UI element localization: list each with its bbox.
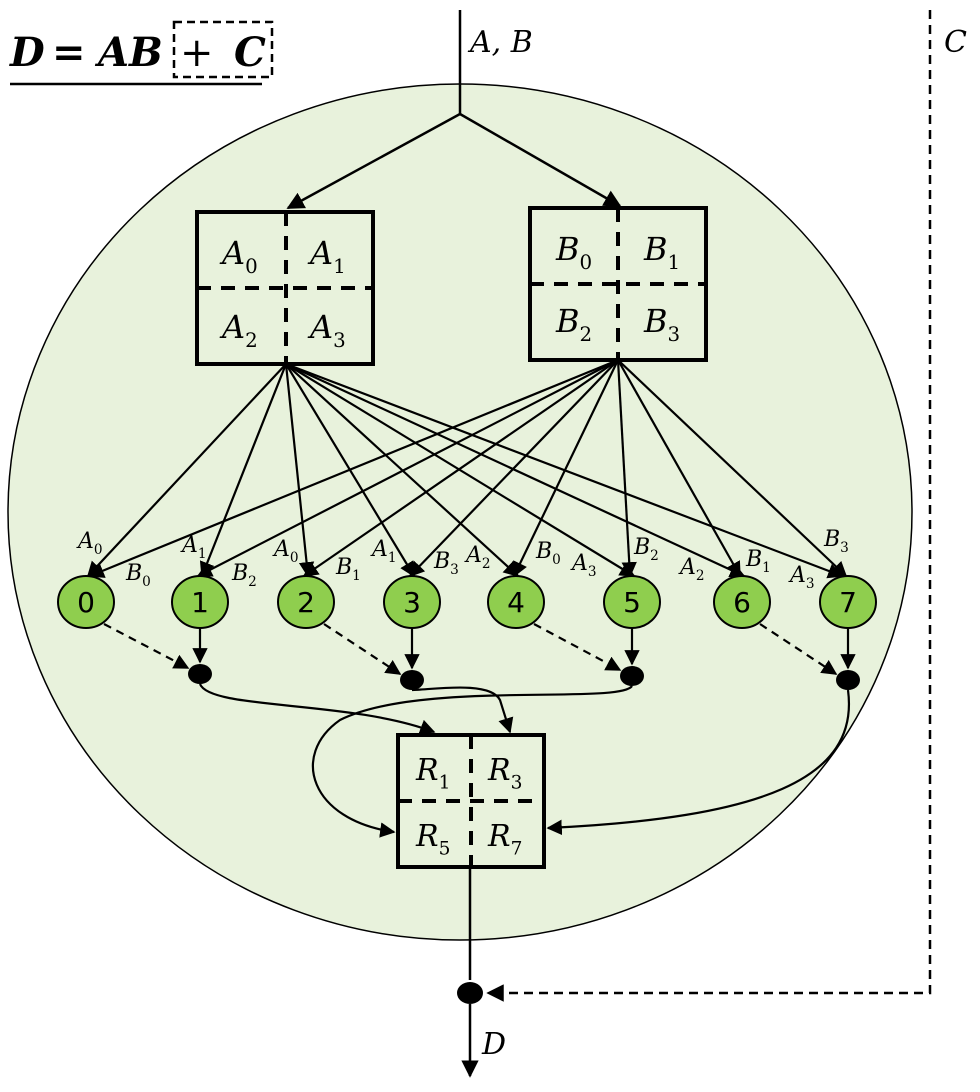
curve-to-r5 (312, 685, 633, 838)
arrow-a-to-node (86, 363, 287, 578)
dashed-reduce-arrow (103, 623, 190, 669)
compute-node: 6 (713, 575, 771, 629)
arrow-a-to-node (199, 363, 288, 578)
junction-dot (620, 666, 644, 686)
title-plus: + (180, 30, 214, 76)
arrow-b-to-node (196, 359, 619, 577)
arrow-a-to-node (284, 363, 315, 578)
output-label: D (481, 1027, 506, 1062)
compute-node: 3 (383, 575, 441, 629)
node-label-b: B0 (535, 539, 561, 568)
title-optional-box (172, 20, 274, 79)
node-label-b: B1 (335, 555, 361, 584)
equation-title: D = AB + C (9, 20, 274, 86)
node-id: 7 (839, 586, 857, 619)
arrow-b-to-node (302, 359, 619, 577)
arrow-b-to-node (616, 359, 637, 578)
node-id: 6 (733, 586, 751, 619)
matrix-a-cell: A3 (307, 308, 346, 352)
matrix-a-cell: A2 (219, 308, 258, 352)
arrow-a-to-node (285, 363, 415, 578)
ab-input-label: A, B (467, 25, 533, 60)
node-label-a: A0 (272, 537, 299, 566)
arrow-a-to-node (285, 362, 844, 579)
node-label-b: B3 (823, 527, 849, 556)
node-label-b: B0 (125, 561, 151, 590)
node-circle (713, 575, 771, 629)
node-id: 0 (77, 586, 95, 619)
curve-to-r3 (411, 686, 514, 734)
matrix-b-cell: B2 (555, 302, 592, 346)
svg-text:A, B: A, B (467, 25, 533, 60)
matrix-r-cell: R7 (487, 819, 522, 859)
curve-to-r7 (546, 689, 851, 836)
title-c: C (234, 29, 266, 76)
arrow-b-to-node (88, 358, 619, 578)
title-equals: = (52, 29, 86, 76)
node-id: 3 (403, 586, 421, 619)
node-label-b: B1 (745, 547, 771, 576)
dashed-reduce-arrow (533, 623, 622, 671)
matrix-r-cell: R3 (487, 753, 522, 793)
matrix-a-cell: A1 (307, 234, 346, 278)
arrow-b-to-node (617, 359, 848, 578)
node-label-a: A2 (464, 543, 491, 572)
node-circle (277, 575, 335, 629)
node-label-b: B2 (231, 561, 257, 590)
compute-node: 4 (487, 575, 545, 629)
c-input-label: C (944, 25, 967, 60)
node-label-a: A2 (678, 555, 705, 584)
node-circle (487, 575, 545, 629)
compute-nodes: 0 1 2 3 4 5 6 7 (57, 575, 877, 629)
arrow-b-to-node (617, 359, 741, 578)
junction-dot (400, 670, 424, 690)
node-id: 5 (623, 586, 641, 619)
dashed-reduce-arrow (759, 623, 838, 675)
arrow-b-to-node (408, 359, 619, 578)
node-label-b: B3 (433, 549, 459, 578)
node-id: 4 (507, 586, 525, 619)
matrix-b-cell: B0 (555, 230, 592, 274)
dashed-reduce-arrow (323, 623, 402, 675)
node-label-b: B2 (633, 535, 659, 564)
title-ab: AB (94, 29, 163, 76)
node-label-a: A1 (370, 537, 397, 566)
node-label-a: A3 (570, 551, 597, 580)
compute-node: 7 (819, 575, 877, 629)
node-label-a: A0 (76, 529, 103, 558)
split-arrow-a (286, 112, 461, 210)
arrow-a-to-node (285, 363, 746, 578)
matrix-b-cell: B3 (643, 302, 680, 346)
compute-node: 0 (57, 575, 115, 629)
junction-dot (188, 664, 212, 684)
curve-to-r1 (198, 683, 436, 735)
node-label-a: A1 (180, 533, 207, 562)
arrow-a-to-node (285, 363, 636, 577)
node-id: 1 (191, 586, 209, 619)
compute-node: 2 (277, 575, 335, 629)
arrow-a-to-node (285, 363, 520, 578)
title-lhs: D (9, 29, 45, 76)
c-input-path (486, 10, 932, 1002)
matrix-r-cell: R1 (415, 753, 450, 793)
matrix-b-cell: B1 (643, 230, 680, 274)
arrow-b-to-node (513, 359, 619, 578)
final-sum-junction (457, 982, 483, 1004)
compute-node: 5 (603, 575, 661, 629)
compute-node: 1 (171, 575, 229, 629)
distribution-arrows (86, 358, 848, 579)
node-circle (57, 575, 115, 629)
split-arrow-b (459, 112, 622, 208)
node-label-a: A3 (788, 563, 815, 592)
reduction-paths (103, 623, 860, 838)
matrix-r-cell: R5 (415, 819, 450, 859)
node-id: 2 (297, 586, 315, 619)
matrix-a-cell: A0 (219, 234, 258, 278)
junction-dot (836, 670, 860, 690)
